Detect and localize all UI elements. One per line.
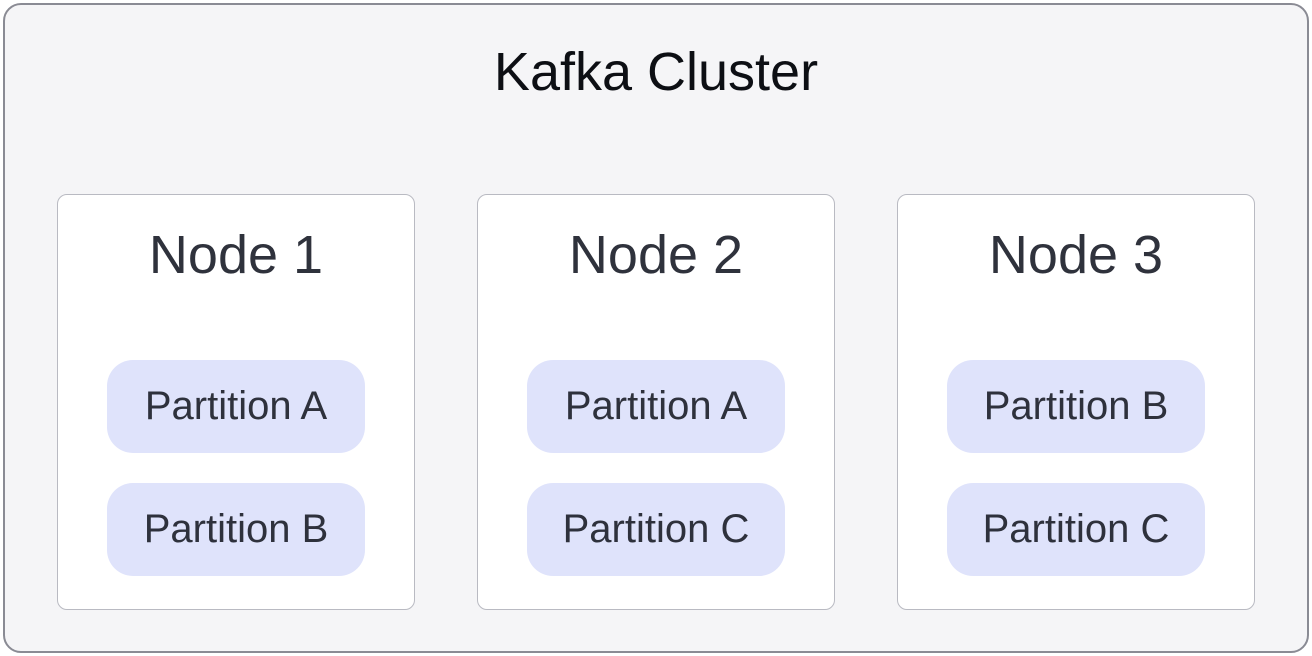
- nodes-row: Node 1 Partition A Partition B Node 2 Pa…: [5, 194, 1307, 610]
- cluster-title: Kafka Cluster: [493, 42, 819, 102]
- node-card-1: Node 1 Partition A Partition B: [57, 194, 415, 610]
- node-card-2: Node 2 Partition A Partition C: [477, 194, 835, 610]
- node-2-partition-2: Partition C: [527, 483, 785, 576]
- node-1-title: Node 1: [148, 225, 324, 285]
- node-2-partition-1: Partition A: [527, 360, 785, 453]
- node-3-title: Node 3: [988, 225, 1164, 285]
- node-2-title: Node 2: [568, 225, 744, 285]
- node-3-partition-1: Partition B: [947, 360, 1205, 453]
- node-1-partition-1: Partition A: [107, 360, 365, 453]
- node-3-partition-2: Partition C: [947, 483, 1205, 576]
- kafka-cluster-container: Kafka Cluster Node 1 Partition A Partiti…: [3, 3, 1309, 653]
- node-1-partition-2: Partition B: [107, 483, 365, 576]
- node-card-3: Node 3 Partition B Partition C: [897, 194, 1255, 610]
